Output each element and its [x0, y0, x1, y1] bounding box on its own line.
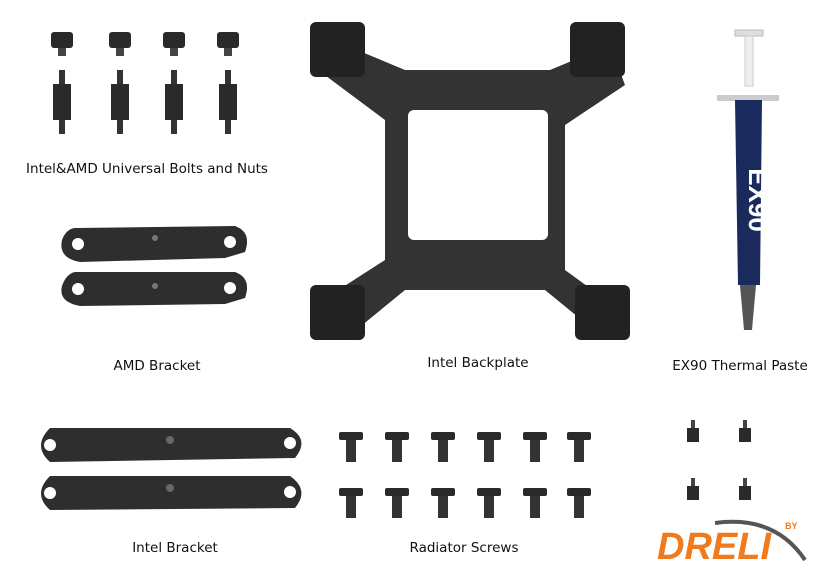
- caption-amd-bracket: AMD Bracket: [113, 358, 201, 374]
- screw: [477, 432, 501, 440]
- radiator-screws-graphic: [339, 432, 591, 518]
- caption-intel-bracket: Intel Bracket: [132, 540, 218, 556]
- screw: [523, 432, 547, 440]
- standoff: [691, 420, 695, 428]
- intel-bracket-graphic: [41, 428, 302, 510]
- svg-text:DRELI: DRELI: [657, 526, 772, 565]
- standoff: [691, 478, 695, 486]
- screw: [567, 488, 591, 496]
- standoff: [743, 478, 747, 486]
- caption-radiator-screws: Radiator Screws: [409, 540, 519, 556]
- caption-bolts-and-nuts: Intel&AMD Universal Bolts and Nuts: [26, 161, 268, 177]
- screw: [339, 488, 363, 496]
- screw: [385, 488, 409, 496]
- amd-bracket-graphic: [61, 226, 248, 306]
- screw: [431, 488, 455, 496]
- nut: [51, 32, 73, 48]
- nut: [109, 32, 131, 48]
- syringe-label: EX90: [743, 168, 773, 232]
- bolts-and-nuts-graphic: [51, 32, 239, 134]
- svg-text:BY: BY: [785, 521, 798, 531]
- screw: [431, 432, 455, 440]
- small-standoffs-graphic: [687, 420, 751, 500]
- screw: [567, 432, 591, 440]
- bolt: [225, 70, 231, 84]
- caption-thermal-paste: EX90 Thermal Paste: [672, 358, 808, 374]
- screw: [339, 432, 363, 440]
- bolt: [59, 70, 65, 84]
- thermal-paste-syringe-graphic: EX90: [717, 29, 779, 330]
- screw: [477, 488, 501, 496]
- screw: [523, 488, 547, 496]
- dreli-logo: DRELI BY: [657, 519, 807, 565]
- screw: [385, 432, 409, 440]
- bolt: [117, 70, 123, 84]
- standoff: [743, 420, 747, 428]
- intel-backplate-graphic: [310, 22, 630, 340]
- caption-intel-backplate: Intel Backplate: [427, 355, 529, 371]
- nut: [217, 32, 239, 48]
- bolt: [171, 70, 177, 84]
- nut: [163, 32, 185, 48]
